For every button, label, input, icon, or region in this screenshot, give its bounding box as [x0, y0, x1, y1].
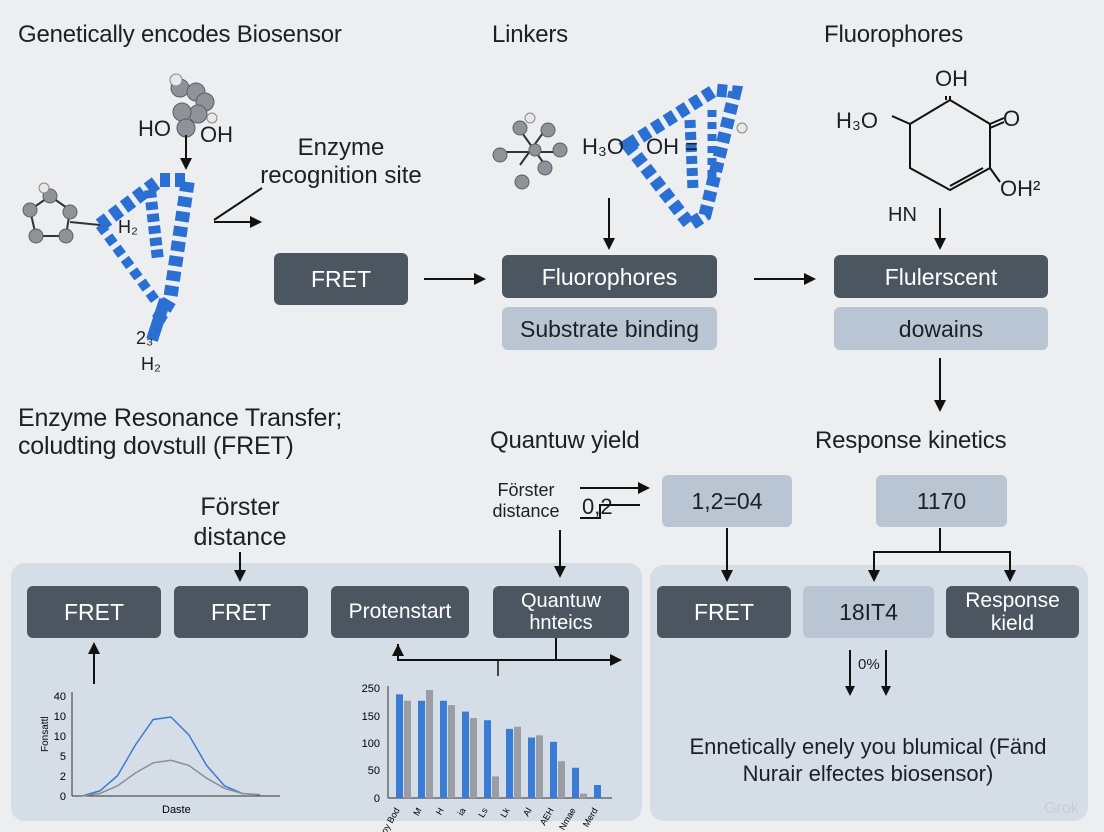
chem-oh: OH: [200, 122, 233, 147]
bar-aeh-s1: [558, 761, 565, 798]
line-chart-ytick: 0: [60, 791, 66, 803]
quantuw-hnteics-box: Quantuw hnteics: [493, 586, 629, 638]
bar-aeh-s0: [550, 741, 557, 798]
bar-merd-s0: [594, 785, 601, 798]
chem-ring-oh2: OH²: [1000, 176, 1041, 201]
bar-chart-ytick: 250: [362, 683, 380, 695]
bar-chart-category: Merd: [581, 806, 600, 829]
line-chart-ytick: 5: [60, 751, 66, 763]
bar-al-s0: [528, 737, 535, 798]
fret-box-c: FRET: [657, 586, 791, 638]
heading-quantum-yield: Quantuw yield: [490, 427, 640, 454]
bar-m-s0: [418, 700, 425, 798]
bar-chart-category: Ls: [476, 806, 490, 820]
value-box-18it4: 18IT4: [803, 586, 934, 638]
bar-chart-category: Al: [521, 806, 534, 818]
forster-distance-small: Förster distance: [492, 480, 560, 521]
bar-chart-category: H: [434, 806, 446, 817]
bar-ls-s1: [492, 776, 499, 798]
heading-linkers: Linkers: [492, 21, 568, 48]
bar-chart-ytick: 100: [362, 738, 380, 750]
line-chart-xlabel: Daste: [162, 804, 191, 816]
bar-ia-s1: [470, 718, 477, 798]
bar-m-s1: [426, 690, 433, 798]
chem-ring-hn: HN: [888, 204, 917, 226]
line-chart: 0 2 5 10 10 40 Fonsattl Daste: [40, 691, 280, 816]
value-0-2: 0,2: [582, 494, 613, 519]
percent-label: 0%: [858, 656, 880, 673]
bar-chart-category: Lk: [498, 806, 512, 820]
bar-oy-bod-s1: [404, 700, 411, 798]
bar-chart-ytick: 50: [368, 765, 380, 777]
bar-h-s1: [448, 705, 455, 798]
line-series-1: [81, 759, 261, 797]
line-chart-ylabel: Fonsattl: [40, 716, 51, 752]
bar-ia-s0: [462, 711, 469, 798]
fret-box-b: FRET: [174, 586, 308, 638]
bar-h-s0: [440, 700, 447, 798]
forster-distance-label: Förster distance: [193, 493, 287, 551]
chem-h2-b: H₂: [141, 354, 161, 374]
footer-caption: Ennetically enely you blumical (Fänd Nur…: [689, 734, 1047, 786]
chem-oh-eq: OH =: [646, 134, 698, 159]
fluorophores-box: Fluorophores: [502, 255, 717, 298]
protenstart-box: Protenstart: [331, 586, 469, 638]
line-chart-ytick: 2: [60, 771, 66, 783]
heading-fluorophores: Fluorophores: [824, 21, 964, 48]
response-kield-box: Response kield: [946, 586, 1079, 638]
bar-al-s1: [536, 735, 543, 798]
bar-lk-s0: [506, 728, 513, 798]
fret-box-top: FRET: [274, 253, 408, 305]
flulerscent-box: Flulerscent: [834, 255, 1048, 298]
chem-ho: HO: [138, 116, 171, 141]
bar-chart-ytick: 0: [374, 793, 380, 805]
bar-nmae-s1: [580, 793, 587, 798]
heading-erf-2: coludting dovstull (FRET): [18, 432, 294, 460]
bar-chart-category: M: [411, 806, 423, 817]
chem-h3o: H₃O: [582, 134, 624, 159]
bar-chart-category: AEH: [538, 806, 556, 827]
enzyme-site-label: Enzyme recognition site: [260, 134, 422, 189]
dowains-box: dowains: [834, 307, 1048, 350]
line-series-0: [81, 716, 261, 797]
value-box-1170: 1170: [876, 475, 1007, 527]
chem-two: 2₃: [136, 328, 154, 348]
fret-box-a: FRET: [27, 586, 161, 638]
bar-chart-category: Nmae: [557, 806, 578, 832]
bar-chart-ytick: 150: [362, 711, 380, 723]
bar-ls-s0: [484, 720, 491, 798]
substrate-binding-box: Substrate binding: [502, 307, 717, 350]
chem-h2-a: H₂: [118, 217, 138, 237]
chem-ring-h3o: H₃O: [836, 108, 878, 133]
bar-chart-category: ia: [456, 806, 468, 817]
watermark: Grok: [1044, 800, 1079, 817]
chem-ring-oh-top: OH: [935, 66, 968, 91]
chem-ring-o-right: O: [1003, 106, 1021, 131]
line-chart-ytick: 10: [54, 711, 66, 723]
bar-nmae-s0: [572, 767, 579, 798]
heading-erf-1: Enzyme Resonance Transfer;: [18, 404, 343, 432]
line-chart-ytick: 10: [54, 731, 66, 743]
heading-response-kinetics: Response kinetics: [815, 427, 1007, 454]
bar-lk-s1: [514, 726, 521, 798]
bar-oy-bod-s0: [396, 694, 403, 798]
value-box-1204: 1,2=04: [662, 475, 792, 527]
heading-genetically: Genetically encodes Biosensor: [18, 21, 342, 48]
line-chart-ytick: 40: [54, 691, 66, 703]
